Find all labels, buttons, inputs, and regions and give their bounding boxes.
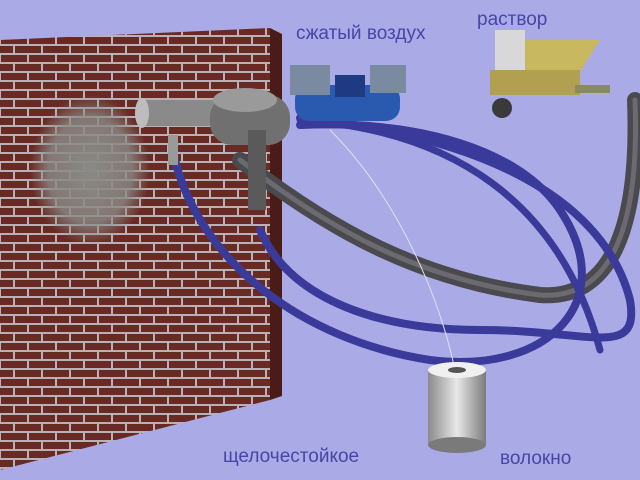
air-compressor: [290, 65, 406, 121]
mortar-mixer: [490, 30, 610, 118]
mortar-label: раствор: [477, 9, 548, 30]
sprayed-patch: [30, 95, 150, 245]
compressed-air-label: сжатый воздух: [296, 23, 426, 44]
hoses: [171, 92, 640, 371]
fiber-spool: [428, 362, 486, 453]
spray-gun: [135, 88, 290, 210]
fiber-label: волокно: [500, 448, 572, 469]
alkali-resistant-label: щелочестойкое: [223, 446, 360, 467]
